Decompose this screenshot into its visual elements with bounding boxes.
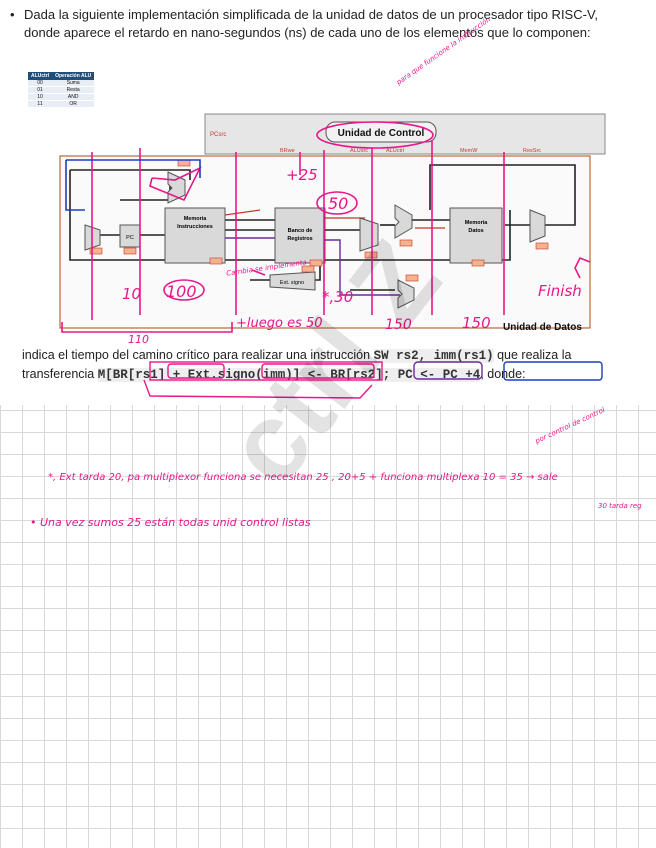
- note-150b: 150: [462, 314, 491, 332]
- svg-text:Datos: Datos: [468, 228, 483, 234]
- svg-text:Memoria: Memoria: [465, 220, 489, 226]
- cell: OR: [52, 100, 95, 108]
- note-110: 110: [128, 333, 149, 346]
- control-unit-label: Unidad de Control: [338, 128, 425, 139]
- question-highlights: [143, 361, 603, 399]
- svg-text:Instrucciones: Instrucciones: [177, 224, 213, 230]
- register-file: [274, 207, 326, 264]
- note-150a: 150: [385, 317, 412, 333]
- note-luego: +luego es 50: [236, 316, 323, 331]
- question-pre: indica el tiempo del camino crítico para…: [22, 348, 371, 362]
- alu-header-op: Operación ALU: [52, 72, 95, 80]
- signal-memw: MemW: [460, 148, 478, 154]
- intro-text: Dada la siguiente implementación simplif…: [24, 7, 599, 40]
- cell: Resta: [52, 86, 95, 94]
- data-memory: [449, 207, 503, 264]
- data-unit-label: Unidad de Datos: [503, 322, 582, 333]
- svg-text:Memoria: Memoria: [184, 216, 208, 222]
- signal-brwe: BRwe: [280, 148, 295, 154]
- note-finish: Finish: [538, 282, 582, 300]
- note-star30: *,30: [322, 288, 354, 306]
- bullet: •: [10, 7, 15, 22]
- cell: 01: [28, 86, 53, 94]
- pc-label: PC: [126, 235, 134, 241]
- ext-label: Ext. signo: [280, 280, 304, 286]
- cell: AND: [52, 93, 95, 101]
- pcsrc-label: PCsrc: [210, 132, 226, 138]
- signal-aluctrl: ALUctrl: [386, 148, 404, 154]
- question-paragraph: indica el tiempo del camino crítico para…: [22, 346, 622, 384]
- note-plus25: +25: [286, 166, 318, 184]
- intro-paragraph: • Dada la siguiente implementación simpl…: [10, 6, 604, 42]
- note-hundred: 100: [166, 282, 197, 301]
- note-line2: • Una vez sumos 25 están todas unid cont…: [30, 516, 311, 529]
- note-ten: 10: [122, 285, 142, 303]
- alu-header-ctrl: ALUctrl: [28, 72, 53, 80]
- svg-text:Registros: Registros: [287, 236, 312, 242]
- question-post: , donde:: [480, 367, 526, 381]
- signal-alusrc: ALUsrc: [350, 148, 368, 154]
- note-line1: *, Ext tarda 20, pa multiplexor funciona…: [48, 472, 558, 483]
- question-mid: que realiza la transferencia: [22, 348, 572, 381]
- note-line1-side: 30 tarda reg: [598, 502, 642, 510]
- instruction-code: SW rs2, imm(rs1): [373, 349, 494, 363]
- signal-ressrc: ResSrc: [523, 148, 541, 154]
- svg-text:Banco de: Banco de: [288, 228, 313, 234]
- instruction-memory: [164, 207, 226, 264]
- cell: 00: [28, 80, 53, 87]
- cell: 11: [28, 100, 53, 108]
- datapath-diagram: Unidad de Control PCsrc BRwe ALUsrc ALUc…: [59, 113, 606, 333]
- cell: Suma: [52, 80, 95, 87]
- note-fifty: 50: [328, 194, 349, 213]
- cell: 10: [28, 93, 53, 101]
- sign-extend: [269, 271, 316, 291]
